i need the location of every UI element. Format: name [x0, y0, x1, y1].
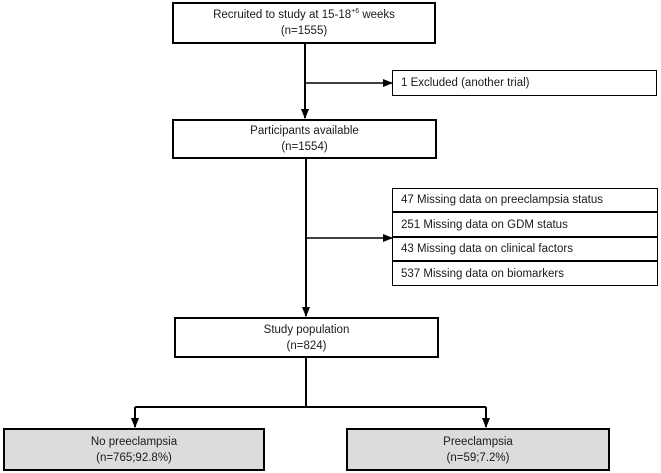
missing-preeclampsia-label: 47 Missing data on preeclampsia status — [401, 194, 603, 206]
preeclampsia-label: Preeclampsia — [443, 435, 513, 448]
missing-clinical-label: 43 Missing data on clinical factors — [401, 243, 573, 255]
missing-clinical-box: 43 Missing data on clinical factors — [392, 237, 658, 261]
missing-gdm-box: 251 Missing data on GDM status — [392, 212, 658, 237]
excluded-label: 1 Excluded (another trial) — [401, 77, 530, 89]
no-preeclampsia-label: No preeclampsia — [90, 435, 178, 448]
missing-gdm-label: 251 Missing data on GDM status — [401, 218, 568, 231]
preeclampsia-box: Preeclampsia (n=59;7.2%) — [346, 428, 610, 471]
available-label: Participants available — [250, 125, 359, 137]
preeclampsia-count: (n=59;7.2%) — [446, 451, 510, 464]
available-count: (n=1554) — [281, 141, 328, 153]
recruited-line1: Recruited to study at 15-18+6 weeks — [213, 8, 395, 21]
missing-biomarkers-box: 537 Missing data on biomarkers — [392, 261, 658, 286]
recruited-count: (n=1555) — [280, 25, 328, 37]
recruited-box: Recruited to study at 15-18+6 weeks (n=1… — [172, 2, 436, 44]
no-preeclampsia-count: (n=765;92.8%) — [96, 451, 172, 464]
missing-preeclampsia-box: 47 Missing data on preeclampsia status — [392, 188, 658, 212]
no-preeclampsia-box: No preeclampsia (n=765;92.8%) — [3, 428, 265, 471]
study-population-label: Study population — [263, 323, 350, 336]
study-population-box: Study population (n=824) — [174, 317, 439, 358]
missing-biomarkers-label: 537 Missing data on biomarkers — [401, 267, 564, 280]
study-population-count: (n=824) — [286, 339, 327, 352]
excluded-box: 1 Excluded (another trial) — [392, 70, 657, 96]
available-box: Participants available (n=1554) — [172, 119, 437, 159]
